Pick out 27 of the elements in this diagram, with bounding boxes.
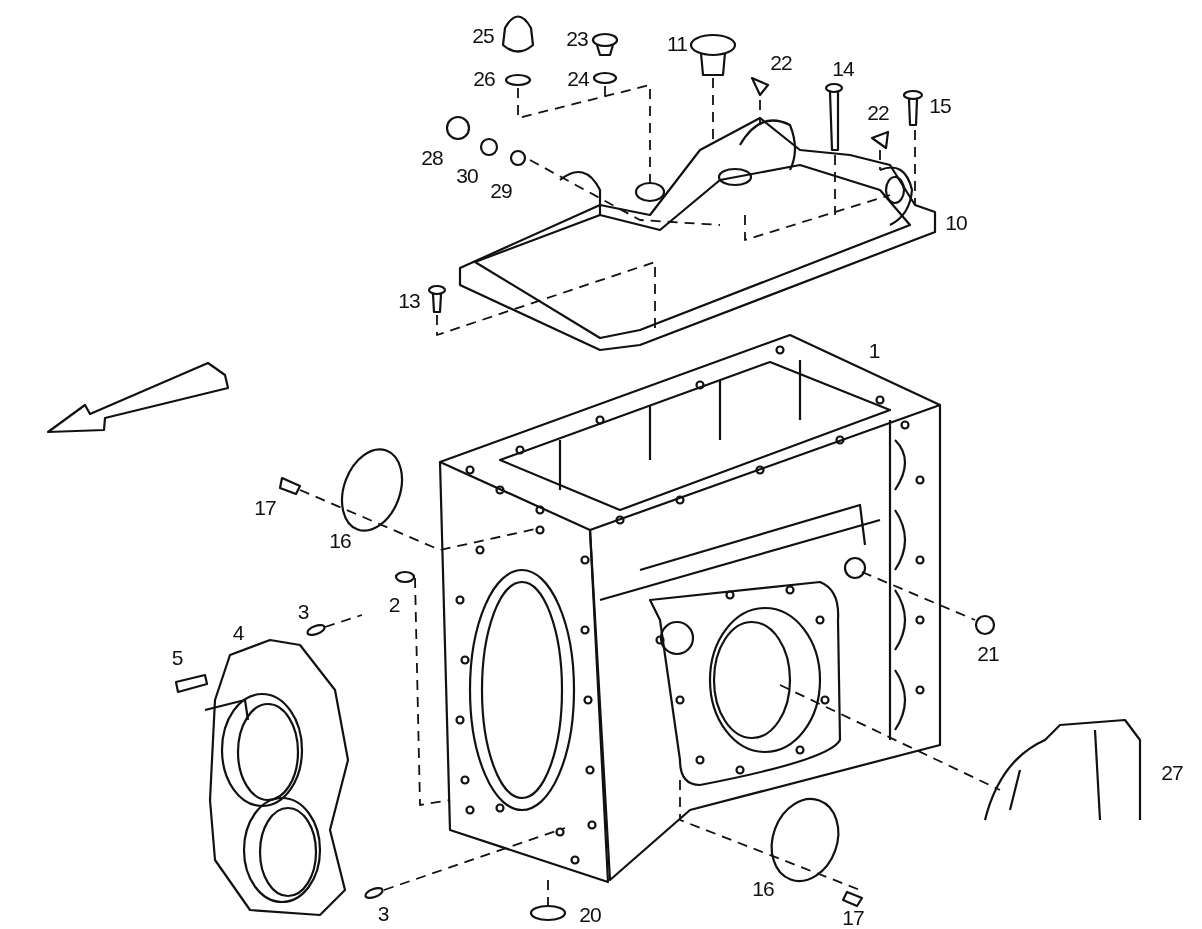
callout-number: 3 bbox=[377, 902, 389, 924]
callout-number: 29 bbox=[490, 179, 512, 201]
callout-number: 3 bbox=[297, 600, 309, 622]
callout-number: 15 bbox=[929, 94, 951, 116]
callout-number: 13 bbox=[398, 289, 420, 311]
callout-number: 30 bbox=[456, 164, 478, 186]
callout-number: 11 bbox=[667, 32, 687, 54]
callout-number: 5 bbox=[171, 646, 183, 668]
callout-number: 16 bbox=[329, 529, 351, 551]
callout-number: 10 bbox=[945, 211, 967, 233]
callout-number: 16 bbox=[752, 877, 774, 899]
callout-number: 23 bbox=[566, 27, 588, 49]
callout-number: 28 bbox=[421, 146, 443, 168]
callout-number: 25 bbox=[472, 24, 494, 46]
callout-number: 27 bbox=[1161, 761, 1183, 783]
callout-number: 20 bbox=[579, 903, 601, 925]
callout-number: 14 bbox=[832, 57, 854, 79]
callout-number: 22 bbox=[770, 51, 792, 73]
callout-number: 4 bbox=[232, 621, 244, 643]
callout-number: 22 bbox=[867, 101, 889, 123]
callout-number: 1 bbox=[868, 339, 880, 361]
callout-number: 17 bbox=[254, 496, 276, 518]
callout-number: 17 bbox=[842, 906, 864, 928]
callout-number: 21 bbox=[977, 642, 999, 664]
callout-number: 2 bbox=[388, 593, 400, 615]
callout-number: 26 bbox=[473, 67, 495, 89]
callout-number: 24 bbox=[567, 67, 589, 89]
